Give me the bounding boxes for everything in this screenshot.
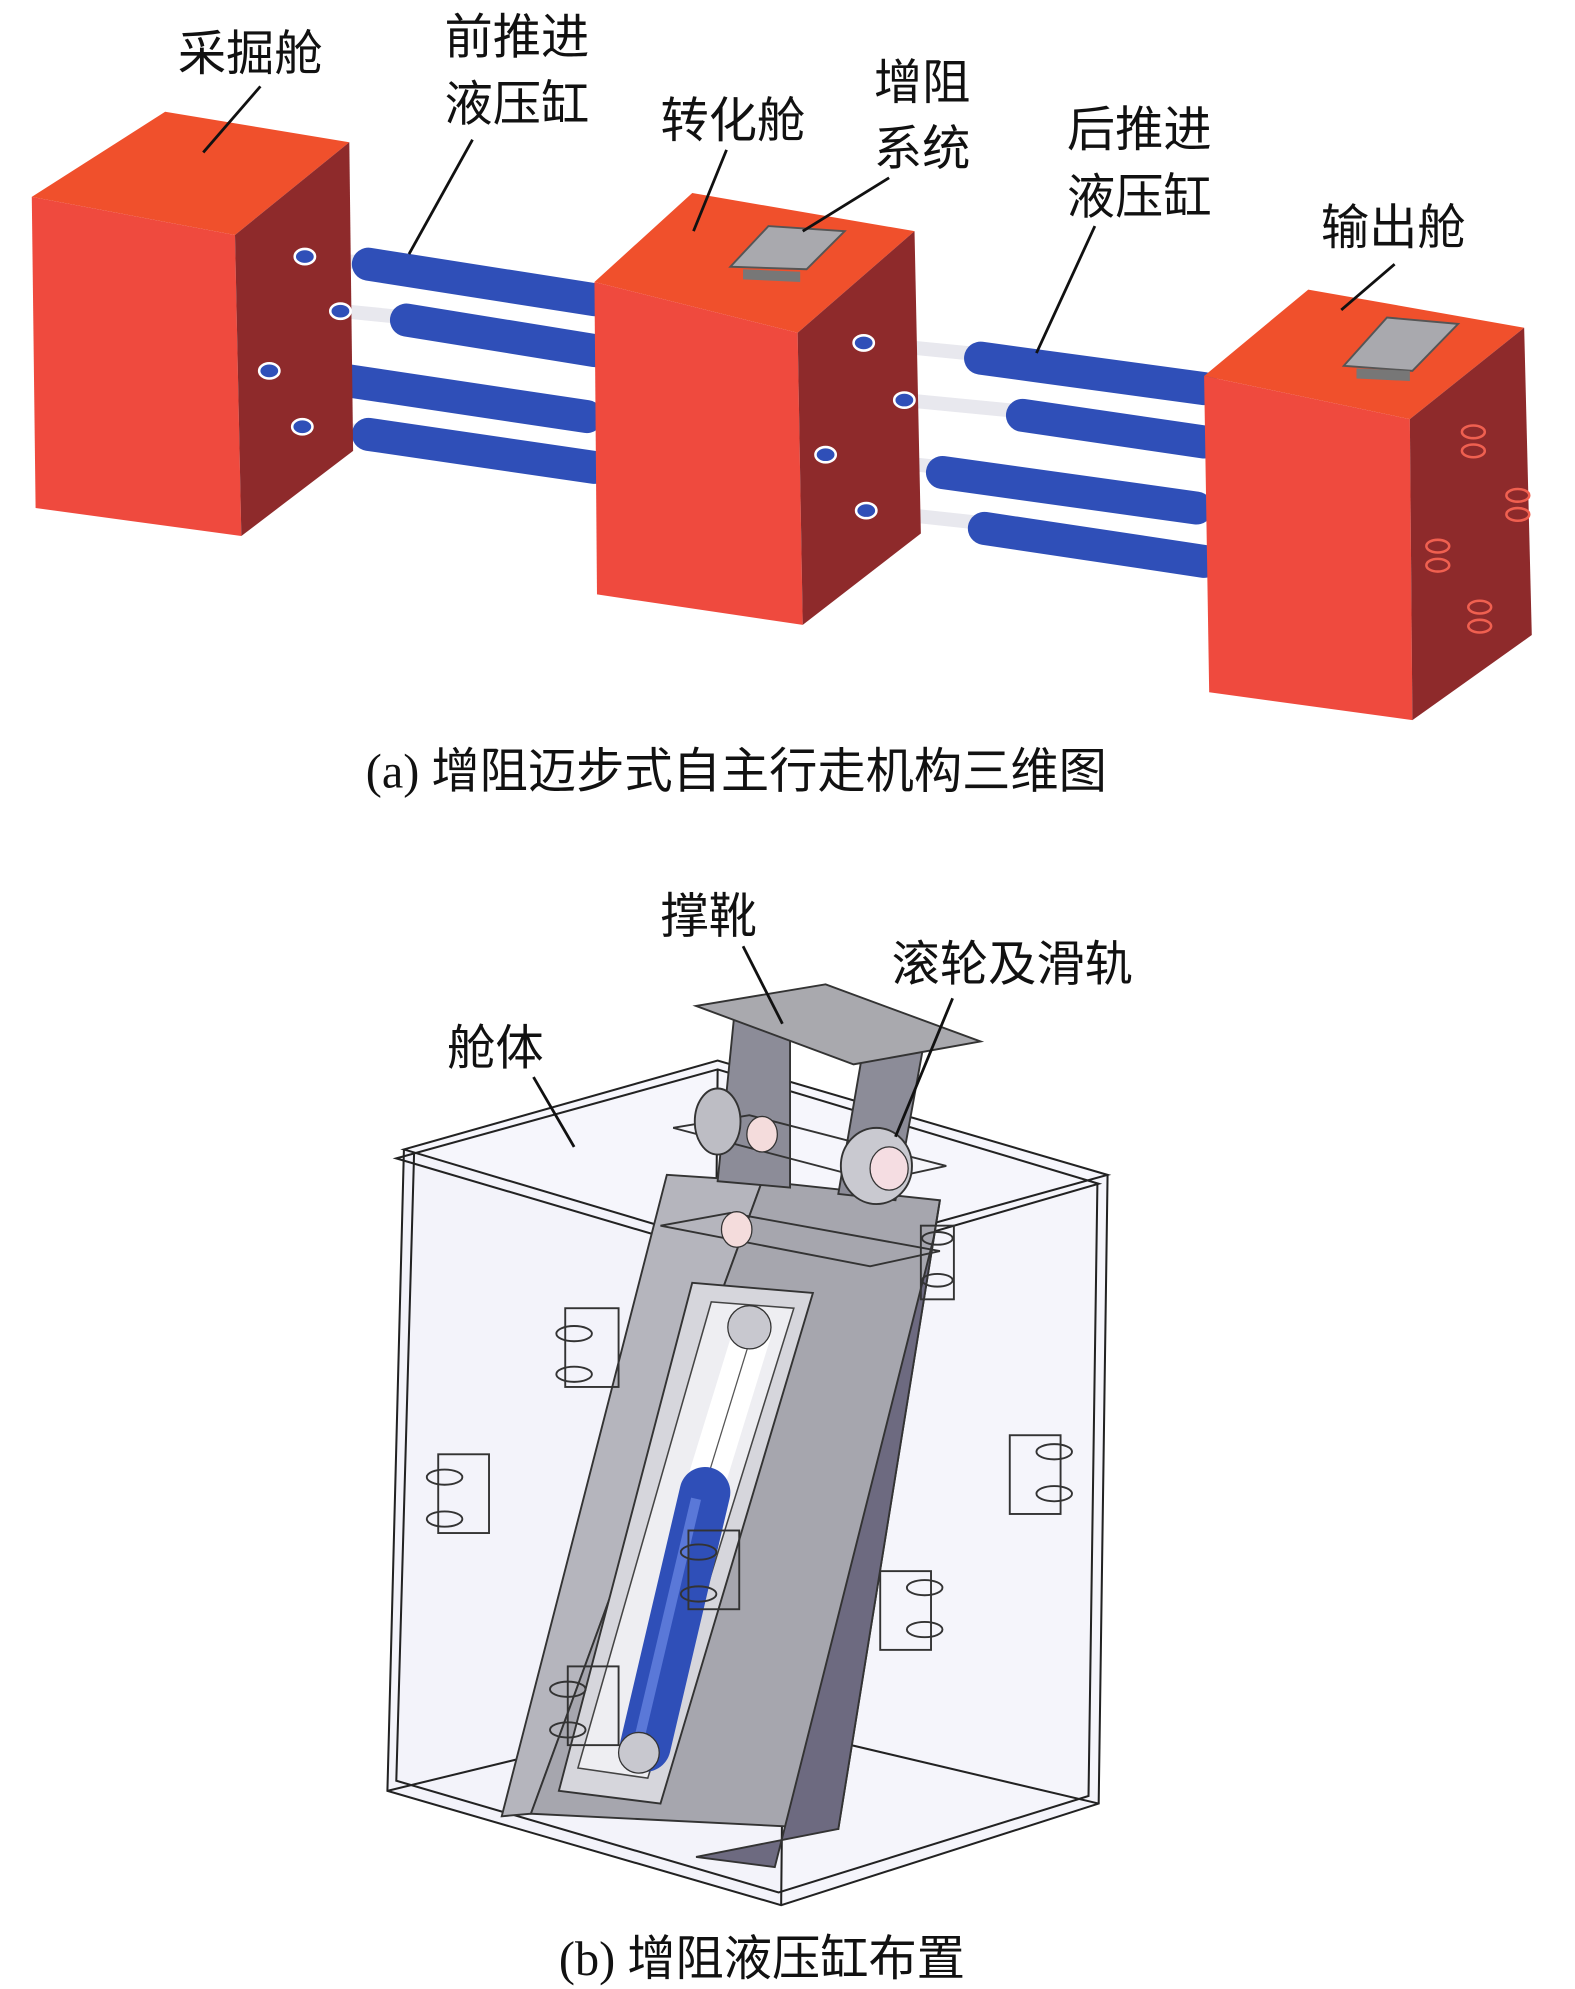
label-support-shoe: 撑靴 [660, 888, 757, 944]
label-rear-cylinder-line2: 液压缸 [1067, 169, 1212, 225]
caption-a: (a) 增阻迈步式自主行走机构三维图 [366, 745, 1107, 798]
caption-b: (b) 增阻液压缸布置 [559, 1933, 965, 1986]
figure-a: 采掘舱 前推进 液压缸 转化舱 增阻 系统 后推进 液压缸 输出舱 (a) 增阻… [31, 9, 1532, 798]
label-output-cabin: 输出舱 [1321, 200, 1466, 256]
label-conversion-cabin: 转化舱 [660, 93, 805, 149]
label-resistance-line1: 增阻 [874, 55, 971, 111]
figure-b: 撑靴 滚轮及滑轨 舱体 (b) 增阻液压缸布置 [386, 888, 1133, 1986]
label-front-cylinder-line2: 液压缸 [445, 77, 590, 133]
resistance-plate [728, 225, 847, 271]
label-mining-cabin: 采掘舱 [178, 26, 323, 82]
label-rear-cylinder-line1: 后推进 [1067, 102, 1212, 158]
label-cabin-body: 舱体 [447, 1020, 544, 1076]
mounting-lugs [425, 1224, 1073, 1747]
resistance-hydraulic-cylinder [617, 1305, 772, 1774]
rollers [693, 1087, 913, 1248]
resistance-plate [1341, 316, 1461, 372]
conversion-cabin-box [594, 193, 921, 625]
label-resistance-line2: 系统 [874, 121, 971, 177]
output-cabin-box [1204, 289, 1532, 721]
support-shoe-plate [692, 983, 985, 1066]
mining-cabin-box [31, 111, 354, 536]
inclined-frame [500, 983, 985, 1869]
label-roller-rail: 滚轮及滑轨 [892, 937, 1133, 993]
label-front-cylinder-line1: 前推进 [445, 9, 590, 65]
